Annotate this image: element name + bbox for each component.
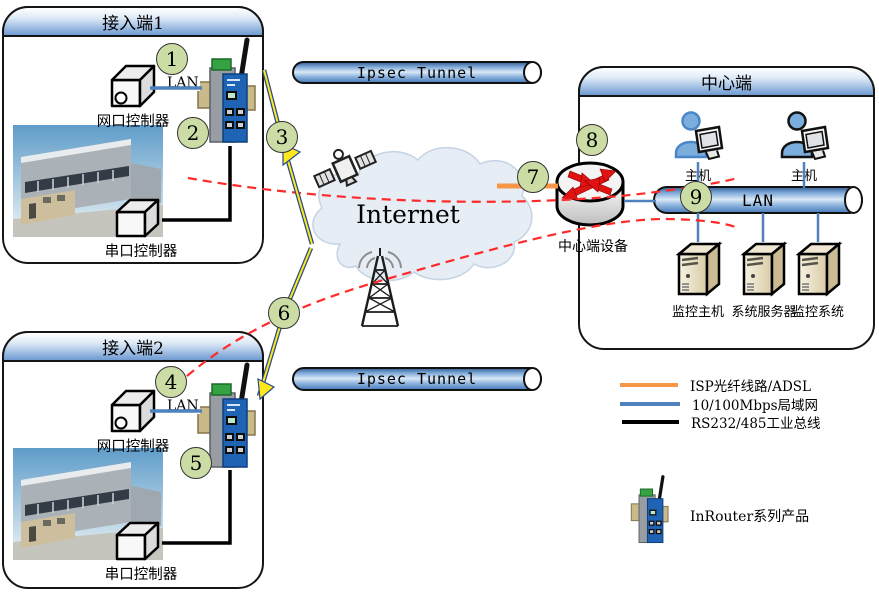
lan-line-swatch (620, 402, 680, 406)
legend-lan-label: 10/100Mbps局域网 (692, 398, 819, 414)
badge-5: 5 (180, 447, 212, 479)
site2-camera-controller-icon (110, 389, 156, 433)
legend-inrouter-icon (630, 475, 669, 544)
center-lan-label: LAN (742, 190, 774, 210)
badge-9: 9 (680, 181, 712, 213)
site1-serial-label: 串口控制器 (104, 244, 178, 260)
site2-inrouter-icon (197, 362, 256, 468)
pipe-end-cap (844, 186, 863, 214)
ipsec-tunnel-pipe-bottom: Ipsec Tunnel (292, 367, 542, 391)
ipsec-tunnel-pipe-top: Ipsec Tunnel (292, 61, 542, 84)
badge-1: 1 (156, 43, 188, 75)
center-router-icon (555, 161, 625, 227)
host2-label: 主机 (790, 169, 817, 184)
site1-camera-label: 网口控制器 (96, 114, 170, 130)
site2-title: 接入端2 (102, 339, 164, 359)
server3-icon (795, 241, 843, 297)
server3-label: 监控系统 (791, 305, 844, 320)
badge-3: 3 (266, 121, 298, 153)
site1-lan-tag: LAN (166, 75, 200, 92)
legend-row-isp: ISP光纤线路/ADSL (620, 377, 811, 395)
ipsec-tunnel-top-label: Ipsec Tunnel (356, 63, 478, 82)
server1-label: 监控主机 (671, 305, 724, 320)
badge-8: 8 (576, 124, 608, 156)
site1-camera-controller-icon (110, 64, 156, 108)
site1-inrouter-icon (197, 37, 256, 143)
badge-2: 2 (177, 117, 209, 149)
server1-icon (675, 241, 723, 297)
bus-line-swatch (622, 420, 679, 424)
server2-icon (740, 241, 788, 297)
internet-label: Internet (356, 200, 460, 229)
site2-serial-controller-icon (115, 521, 160, 561)
radio-tower-icon (358, 248, 402, 327)
site1-title: 接入端1 (102, 14, 164, 34)
site2-camera-label: 网口控制器 (96, 439, 170, 455)
pipe-end-cap (523, 367, 542, 391)
site2-header: 接入端2 (2, 331, 264, 362)
site2-serial-label: 串口控制器 (104, 567, 178, 583)
pipe-end-cap (523, 61, 542, 84)
badge-4: 4 (155, 366, 187, 398)
site1-serial-controller-icon (115, 198, 160, 238)
isp-line-swatch (620, 383, 678, 387)
server2-label: 系统服务器 (731, 305, 797, 320)
legend-isp-label: ISP光纤线路/ADSL (690, 379, 811, 395)
center-router-label: 中心端设备 (558, 239, 628, 255)
satellite-icon (312, 148, 378, 189)
center-header: 中心端 (578, 66, 875, 97)
legend-inrouter-label: InRouter系列产品 (690, 509, 810, 525)
site1-header: 接入端1 (2, 6, 264, 37)
host2-icon (780, 111, 830, 161)
ipsec-tunnel-bottom-label: Ipsec Tunnel (356, 370, 478, 388)
legend-row-bus: RS232/485工业总线 (622, 414, 821, 432)
center-title: 中心端 (701, 74, 752, 94)
badge-6: 6 (268, 297, 300, 329)
host1-icon (674, 111, 724, 161)
legend-bus-label: RS232/485工业总线 (691, 416, 821, 432)
legend-row-lan: 10/100Mbps局域网 (620, 396, 819, 414)
site2-lan-tag: LAN (166, 398, 200, 415)
badge-7: 7 (517, 161, 549, 193)
